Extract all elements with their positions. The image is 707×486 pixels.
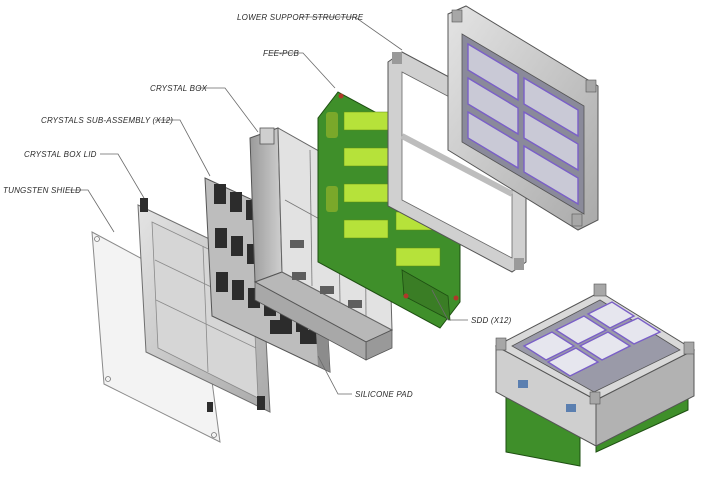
label-crystals-sub-assembly: CRYSTALS SUB-ASSEMBLY (X12) — [41, 116, 173, 125]
label-lower-support-structure: LOWER SUPPORT STRUCTURE — [237, 13, 364, 22]
leader-crystals-sub — [155, 119, 211, 177]
label-crystal-box-lid: CRYSTAL BOX LID — [24, 150, 97, 159]
leader-crystal-box — [198, 87, 259, 133]
label-crystal-box: CRYSTAL BOX — [150, 84, 208, 93]
top-window-frame — [447, 5, 599, 231]
leader-silicone-pad — [317, 355, 352, 395]
leader-tungsten-shield — [70, 189, 115, 233]
label-fee-pcb: FEE-PCB — [263, 49, 300, 58]
leader-lines — [70, 16, 468, 395]
label-silicone-pad: SILICONE PAD — [355, 390, 413, 399]
leader-lower-support — [300, 16, 403, 51]
assembled-detector — [494, 283, 696, 467]
leader-sdd — [431, 289, 468, 321]
label-tungsten-shield: TUNGSTEN SHIELD — [3, 186, 81, 195]
leader-crystal-box-lid — [100, 153, 145, 199]
leader-fee-pcb — [270, 52, 336, 89]
label-sdd: SDD (X12) — [471, 316, 512, 325]
